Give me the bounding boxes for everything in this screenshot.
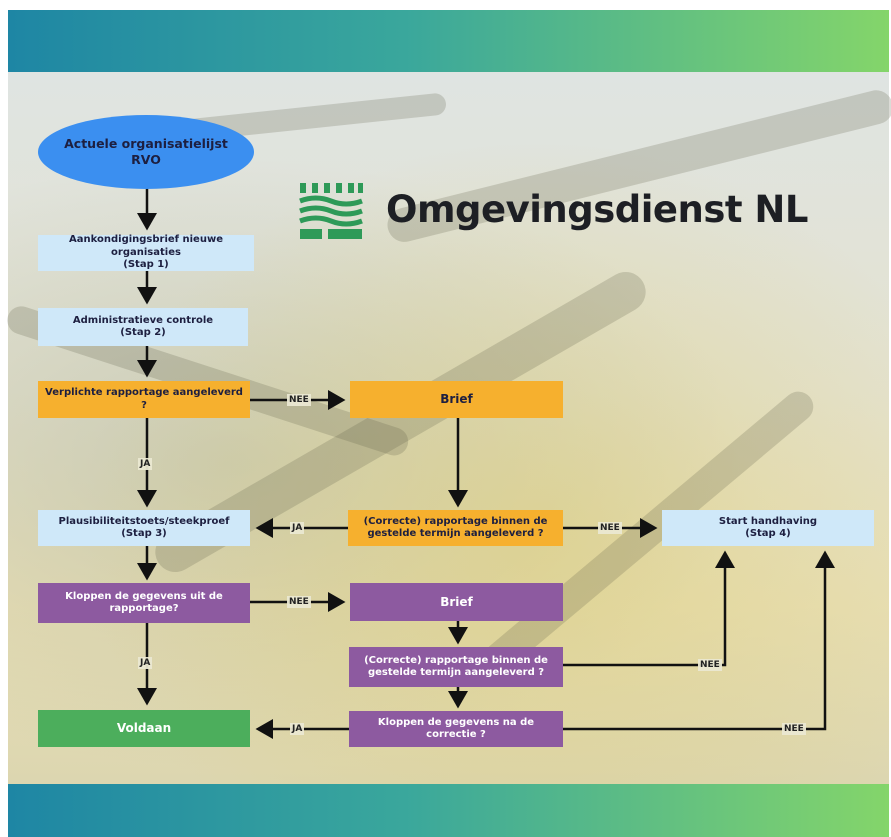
after-correction-text: Kloppen de gegevens na de correctie ? <box>377 716 535 741</box>
start-node-line2: RVO <box>131 152 161 167</box>
logo-text: Omgevingsdienst NL <box>386 188 808 231</box>
arrow-qafter-step4 <box>563 550 835 731</box>
data-question-line1: Kloppen de gegevens uit de <box>65 590 223 602</box>
correct2-question-node: (Correcte) rapportage binnen de gestelde… <box>349 647 563 687</box>
after-correction-question-node: Kloppen de gegevens na de correctie ? <box>349 711 563 747</box>
correct2-line1: (Correcte) rapportage binnen de <box>364 654 548 666</box>
footer-band <box>8 784 889 837</box>
done-node: Voldaan <box>38 710 250 747</box>
step3-line2: (Stap 3) <box>121 528 167 539</box>
start-node-line1: Actuele organisatielijst <box>64 136 228 152</box>
edge-label-ja: JA <box>138 458 153 470</box>
correct1-question-node: (Correcte) rapportage binnen de gestelde… <box>348 510 563 546</box>
step2-line2: (Stap 2) <box>120 327 166 338</box>
step2-node: Administratieve controle (Stap 2) <box>38 308 248 346</box>
edge-label-nee: NEE <box>782 723 806 735</box>
correct1-line2: gestelde termijn aangeleverd ? <box>367 528 544 539</box>
edge-label-ja: JA <box>290 522 305 534</box>
edge-label-ja: JA <box>290 723 305 735</box>
edge-label-nee: NEE <box>598 522 622 534</box>
brief1-text: Brief <box>440 392 473 406</box>
done-text: Voldaan <box>116 721 172 735</box>
brief1-node: Brief <box>350 381 563 418</box>
report-question-node: Verplichte rapportage aangeleverd ? <box>38 381 250 418</box>
header-band <box>8 10 889 72</box>
waves-logo-icon <box>299 183 363 239</box>
edge-label-nee: NEE <box>287 596 311 608</box>
step3-line1: Plausibiliteitstoets/steekproef <box>58 515 230 527</box>
start-node: Actuele organisatielijst RVO <box>38 115 254 189</box>
edge-label-ja: JA <box>138 657 153 669</box>
correct2-line2: gestelde termijn aangeleverd ? <box>367 667 545 678</box>
brief2-text: Brief <box>440 594 473 609</box>
report-question-text: Verplichte rapportage aangeleverd ? <box>45 387 243 411</box>
edge-label-nee: NEE <box>698 659 722 671</box>
step2-line1: Administratieve controle <box>72 314 214 326</box>
edge-label-nee: NEE <box>287 394 311 406</box>
step4-node: Start handhaving (Stap 4) <box>662 510 874 546</box>
step3-node: Plausibiliteitstoets/steekproef (Stap 3) <box>38 510 250 546</box>
brief2-node: Brief <box>350 583 563 621</box>
correct1-line1: (Correcte) rapportage binnen de <box>363 515 548 527</box>
step1-node: Aankondigingsbrief nieuwe organisaties (… <box>38 234 254 271</box>
step1-line2: (Stap 1) <box>123 259 169 271</box>
step1-line1: Aankondigingsbrief nieuwe organisaties <box>69 234 223 258</box>
data-question-line2: rapportage? <box>109 603 179 614</box>
step4-line2: (Stap 4) <box>745 528 791 539</box>
step4-line1: Start handhaving <box>718 515 818 527</box>
arrow-qcorrect2-step4 <box>563 550 735 667</box>
data-question-node: Kloppen de gegevens uit de rapportage? <box>38 583 250 623</box>
